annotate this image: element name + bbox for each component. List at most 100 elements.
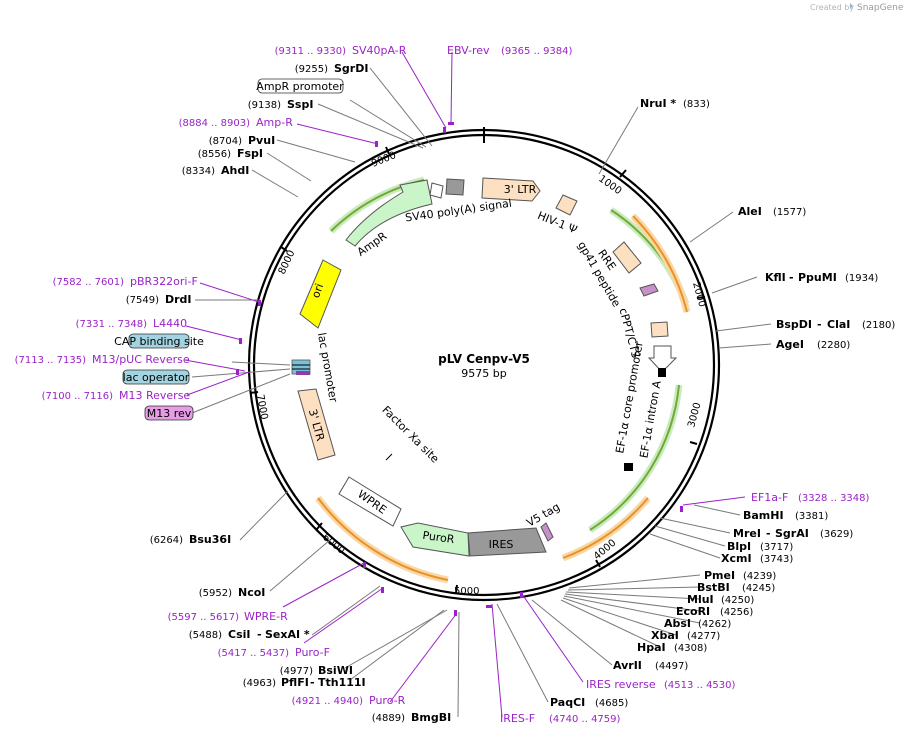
primer-amp-r[interactable]: Amp-R (256, 116, 293, 129)
site-bspdi-pos: (2180) (862, 320, 895, 331)
site-sgrdi[interactable]: SgrDI (334, 62, 368, 75)
feature-factor-xa-label: Factor Xa site (379, 403, 441, 465)
site-bsu36i[interactable]: Bsu36I (189, 533, 231, 546)
feature-ires (467, 527, 547, 557)
site-ahdi[interactable]: AhdI (221, 164, 249, 177)
site-bsiwi[interactable]: BsiWI (318, 664, 353, 677)
primer-puro-r-pos: (4921 .. 4940) (292, 696, 364, 707)
site-xbai[interactable]: XbaI (651, 629, 679, 642)
site-ppumi[interactable]: PpuMI (798, 271, 837, 284)
site-pflfi-dash: - (310, 676, 315, 689)
site-sgrai[interactable]: SgrAI (775, 527, 809, 540)
plasmid-name: pLV Cenpv-V5 (438, 352, 530, 366)
site-avrii[interactable]: AvrII (613, 659, 642, 672)
site-agei[interactable]: AgeI (776, 338, 804, 351)
site-sspi-pos: (9138) (248, 100, 281, 111)
cap-binding-box (128, 333, 190, 349)
site-absi[interactable]: AbsI (664, 617, 691, 630)
site-pmei[interactable]: PmeI (704, 569, 735, 582)
primer-ires-reverse[interactable]: IRES reverse (586, 678, 656, 691)
m13-rev-label[interactable]: M13 rev (147, 407, 192, 420)
feature-sv40 (445, 178, 465, 196)
tick-1000: 1000 (596, 173, 623, 197)
primer-l4440[interactable]: L4440 (153, 317, 187, 330)
site-tth111i[interactable]: Tth111I (318, 676, 366, 689)
feature-puror (400, 522, 470, 557)
site-mrei[interactable]: MreI (733, 527, 761, 540)
site-alei-pos: (1577) (773, 207, 806, 218)
site-fspi[interactable]: FspI (237, 147, 263, 160)
feature-ltr3-top-label: 3' LTR (504, 183, 537, 196)
site-xcmi-pos: (3743) (760, 554, 793, 565)
orf-arcs (315, 176, 691, 584)
primer-m13-puc-reverse[interactable]: M13/pUC Reverse (92, 353, 190, 366)
site-bamhi-pos: (3381) (795, 511, 828, 522)
primer-ebv-rev[interactable]: EBV-rev (447, 44, 490, 57)
site-alei[interactable]: AleI (738, 205, 762, 218)
primer-ires-f-pos: (4740 .. 4759) (549, 714, 621, 725)
site-mlui[interactable]: MluI (687, 593, 714, 606)
primer-puro-r[interactable]: Puro-R (369, 694, 406, 707)
site-pvui[interactable]: PvuI (248, 134, 275, 147)
site-kfli[interactable]: KflI (765, 271, 786, 284)
site-bmgbi-pos: (4889) (372, 713, 405, 724)
feature-ori (299, 259, 342, 329)
site-paqci-pos: (4685) (595, 698, 628, 709)
site-pflfi[interactable]: PflFI (281, 676, 309, 689)
feature-ltr3-top (481, 177, 541, 202)
site-drdi[interactable]: DrdI (165, 293, 192, 306)
site-ncoi-pos: (5952) (199, 588, 232, 599)
watermark-prefix: Created by (810, 3, 854, 12)
site-ncoi[interactable]: NcoI (238, 586, 265, 599)
site-bmgbi[interactable]: BmgBI (411, 711, 451, 724)
site-pflfi-pos: (4963) (243, 678, 276, 689)
m13-rev-box (144, 405, 194, 421)
cap-binding-label[interactable]: CAP binding site (114, 335, 204, 348)
site-clai[interactable]: ClaI (827, 318, 850, 331)
site-hpai[interactable]: HpaI (637, 641, 666, 654)
sites-left: (4889) BmgBI (4963) PflFI - Tth111I (497… (126, 62, 451, 724)
primer-ires-reverse-pos: (4513 .. 4530) (664, 680, 736, 691)
tick-3000: 3000 (686, 401, 703, 428)
site-hpai-pos: (4308) (674, 643, 707, 654)
site-blpi[interactable]: BlpI (727, 540, 751, 553)
site-bamhi[interactable]: BamHI (743, 509, 784, 522)
site-pmei-pos: (4239) (743, 571, 776, 582)
site-agei-pos: (2280) (817, 340, 850, 351)
primer-amp-r-pos: (8884 .. 8903) (179, 118, 251, 129)
site-csii[interactable]: CsiI (228, 628, 250, 641)
site-ecori[interactable]: EcoRI (676, 605, 710, 618)
feature-factor-xa-mark (385, 453, 393, 461)
lac-operator-label[interactable]: lac operator (123, 371, 190, 384)
site-sgrdi-pos: (9255) (295, 64, 328, 75)
site-xcmi[interactable]: XcmI (721, 552, 752, 565)
primer-m13-reverse[interactable]: M13 Reverse (119, 389, 190, 402)
primer-m13-reverse-pos: (7100 .. 7116) (42, 391, 114, 402)
primer-labels: (9311 .. 9330) SV40pA-R EBV-rev (9365 ..… (15, 44, 870, 725)
feature-ires-label: IRES (489, 538, 514, 551)
site-xbai-pos: (4277) (687, 631, 720, 642)
tick-9000: 9000 (370, 150, 398, 170)
primer-ires-f[interactable]: IRES-F (500, 712, 535, 725)
site-sexai[interactable]: SexAI * (265, 628, 310, 641)
ampr-promoter-label[interactable]: AmpR promoter (256, 80, 344, 93)
primer-wpre-r[interactable]: WPRE-R (244, 610, 288, 623)
site-pvui-pos: (8704) (209, 136, 242, 147)
feature-wpre (338, 476, 402, 527)
primer-puro-f[interactable]: Puro-F (295, 646, 330, 659)
site-paqci[interactable]: PaqCI (550, 696, 585, 709)
site-bspdi[interactable]: BspDI (776, 318, 812, 331)
tick-8000: 8000 (277, 249, 298, 277)
site-absi-pos: (4262) (698, 619, 731, 630)
primer-sv40pa-r[interactable]: SV40pA-R (352, 44, 407, 57)
site-nrui[interactable]: NruI * (640, 97, 676, 110)
site-ecori-pos: (4256) (720, 607, 753, 618)
site-drdi-pos: (7549) (126, 295, 159, 306)
primer-pbr322ori-f[interactable]: pBR322ori-F (130, 275, 198, 288)
primer-ef1a-f[interactable]: EF1a-F (751, 491, 788, 504)
feature-lac-promoter-label: lac promoter (315, 332, 340, 404)
tick-5000: 5000 (454, 586, 479, 597)
site-bstbi[interactable]: BstBI (697, 581, 730, 594)
site-sspi[interactable]: SspI (287, 98, 313, 111)
site-nrui-pos: (833) (683, 99, 710, 110)
